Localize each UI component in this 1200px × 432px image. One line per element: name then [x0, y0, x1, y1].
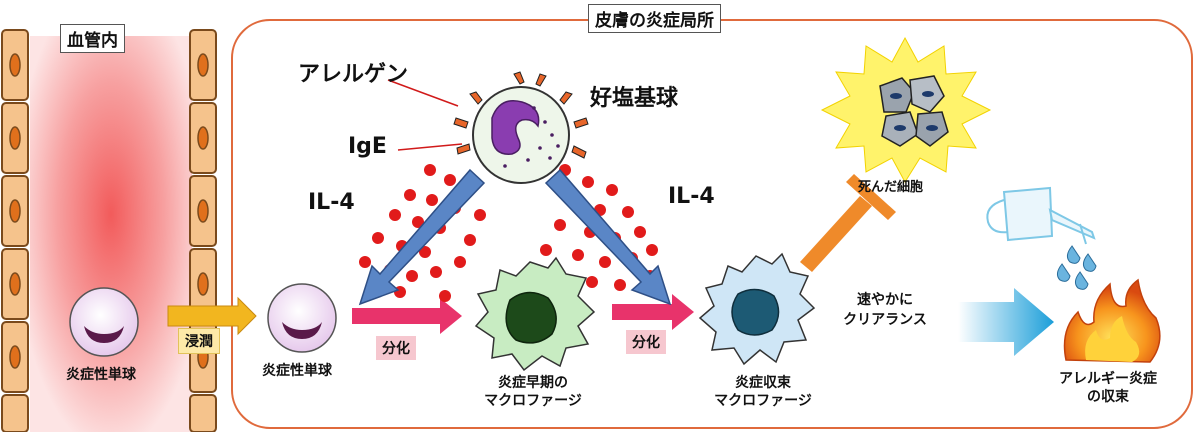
vessel-lumen — [30, 36, 192, 432]
ige-label: IgE — [348, 134, 387, 159]
resolution-label: アレルギー炎症 の収束 — [1038, 370, 1178, 406]
differentiation-label-1: 分化 — [376, 336, 416, 360]
allergen-label: アレルゲン — [298, 62, 409, 87]
clearance-line2: クリアランス — [843, 312, 927, 328]
early-macrophage-label: 炎症早期の マクロファージ — [468, 374, 598, 410]
monocyte-cell-icon — [69, 287, 139, 357]
differentiation-arrow-2 — [612, 294, 694, 330]
resolving-macrophage-line1: 炎症収束 — [735, 375, 791, 391]
resolution-line2: の収束 — [1087, 389, 1129, 405]
differentiation-label-2: 分化 — [626, 330, 666, 354]
skin-site-label: 皮膚の炎症局所 — [588, 4, 721, 33]
resolving-macrophage-line2: マクロファージ — [714, 393, 812, 409]
basophil-label: 好塩基球 — [590, 86, 679, 111]
ige-pointer — [397, 143, 463, 151]
infiltration-label: 浸潤 — [178, 328, 220, 354]
skin-monocyte-label: 炎症性単球 — [262, 363, 332, 379]
clearance-arrow — [958, 288, 1054, 356]
blue-arrow-right — [544, 168, 672, 306]
early-macrophage-line1: 炎症早期の — [498, 375, 568, 391]
blue-arrow-left — [358, 168, 486, 306]
resolving-macrophage-label: 炎症収束 マクロファージ — [698, 374, 828, 410]
inhibition-bar-icon — [800, 174, 896, 272]
differentiation-arrow-1 — [352, 298, 462, 334]
resolving-macrophage-icon — [698, 252, 816, 366]
watering-can-icon — [986, 186, 1096, 245]
dead-cells-label: 死んだ細胞 — [858, 180, 924, 195]
skin-monocyte-icon — [267, 283, 337, 353]
vessel-wall-right — [189, 29, 217, 432]
vessel-wall-left — [1, 29, 29, 432]
basophil-cell-icon — [453, 71, 589, 184]
clearance-label: 速やかに クリアランス — [820, 290, 950, 330]
fire-icon — [1063, 278, 1161, 363]
water-drops-icon — [1056, 245, 1097, 290]
allergen-pointer — [387, 79, 459, 107]
resolution-line1: アレルギー炎症 — [1059, 371, 1157, 387]
infiltration-arrow — [167, 296, 257, 336]
il4-right-label: IL-4 — [668, 184, 715, 209]
dead-cells-icon — [820, 36, 992, 183]
clearance-line1: 速やかに — [857, 292, 913, 308]
blood-vessel-label: 血管内 — [60, 24, 125, 53]
early-macrophage-icon — [474, 256, 596, 372]
vessel-monocyte-label: 炎症性単球 — [66, 367, 136, 383]
il4-left-label: IL-4 — [308, 190, 355, 215]
early-macrophage-line2: マクロファージ — [484, 393, 582, 409]
